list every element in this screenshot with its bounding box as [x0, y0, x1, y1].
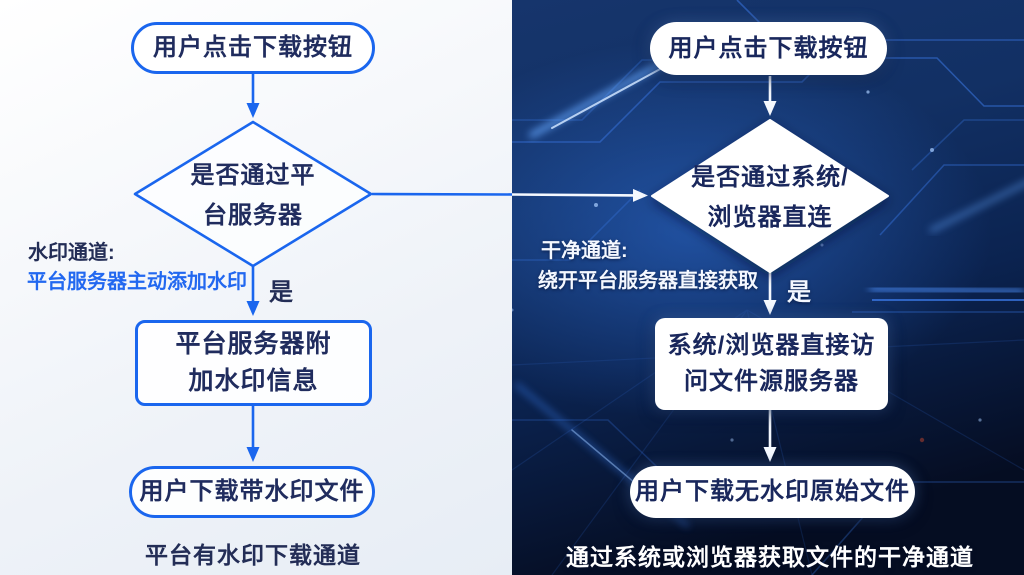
left-process-label: 平台服务器附 加水印信息 — [175, 326, 331, 401]
left-start-label: 用户点击下载按钮 — [153, 34, 353, 61]
right-process-node: 系统/浏览器直接访 问文件源服务器 — [655, 318, 888, 410]
right-yes-label: 是 — [787, 279, 811, 306]
right-process-line2: 问文件源服务器 — [683, 368, 859, 395]
right-process-label: 系统/浏览器直接访 问文件源服务器 — [668, 328, 876, 400]
left-start-node: 用户点击下载按钮 — [131, 22, 375, 74]
right-annotation-title: 干净通道: — [541, 240, 628, 262]
right-start-node: 用户点击下载按钮 — [650, 22, 887, 75]
left-end-label: 用户下载带水印文件 — [139, 478, 365, 505]
left-end-node: 用户下载带水印文件 — [129, 466, 375, 518]
right-annotation-desc: 绕开平台服务器直接获取 — [538, 270, 758, 292]
right-decision-text: 是否通过系统/ 浏览器直连 — [650, 158, 890, 238]
left-decision-line1: 是否通过平 — [190, 162, 316, 189]
left-caption: 平台有水印下载通道 — [145, 542, 361, 568]
right-start-label: 用户点击下载按钮 — [668, 34, 869, 62]
left-decision-line2: 台服务器 — [203, 202, 303, 229]
right-caption: 通过系统或浏览器获取文件的干净通道 — [566, 544, 974, 570]
left-annotation-desc: 平台服务器主动添加水印 — [27, 271, 247, 293]
left-annotation-title: 水印通道: — [28, 242, 115, 264]
left-decision-text: 是否通过平 台服务器 — [133, 156, 373, 236]
right-decision-line2: 浏览器直连 — [707, 204, 833, 231]
left-process-node: 平台服务器附 加水印信息 — [135, 320, 372, 406]
right-end-label: 用户下载无水印原始文件 — [635, 478, 910, 505]
right-decision-line1: 是否通过系统/ — [691, 164, 849, 191]
left-process-line1: 平台服务器附 — [175, 329, 332, 358]
left-yes-label: 是 — [269, 279, 293, 306]
left-process-line2: 加水印信息 — [188, 367, 319, 395]
right-process-line1: 系统/浏览器直接访 — [667, 332, 876, 359]
right-end-node: 用户下载无水印原始文件 — [630, 466, 915, 518]
